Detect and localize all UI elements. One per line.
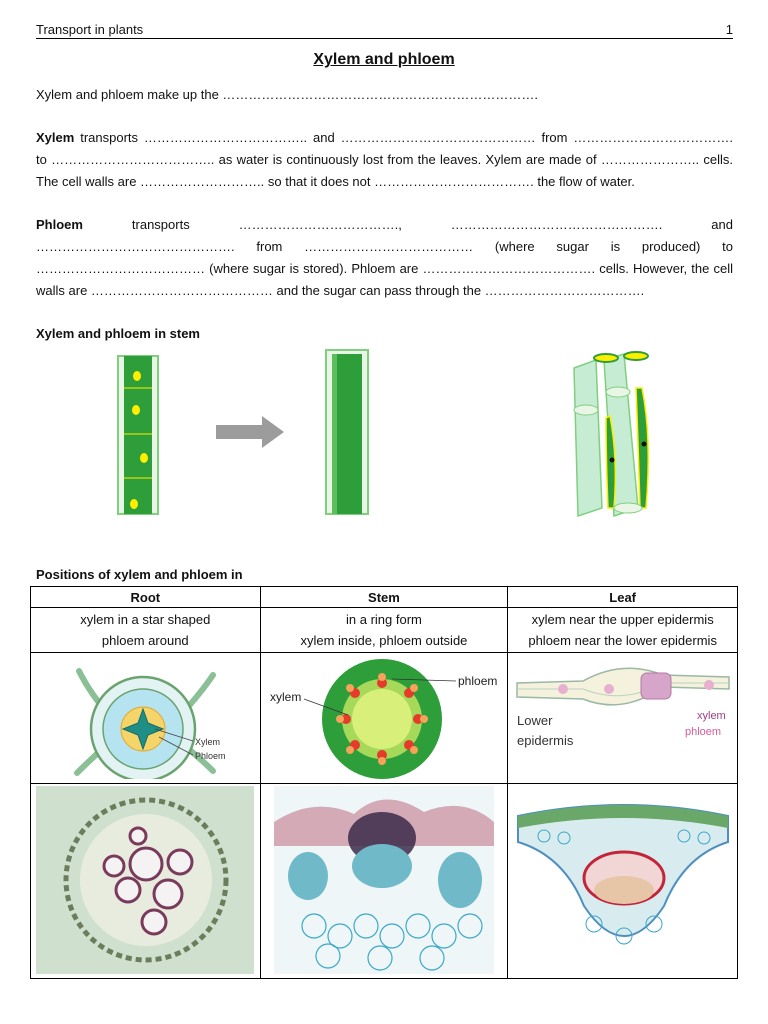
leaf-mesophyll (537, 829, 711, 944)
phloem-sieve-tube-diagram (573, 351, 649, 518)
leaf-micrograph-cell (507, 783, 738, 979)
companion-cell-2 (635, 387, 649, 509)
leaf-small-vein-1 (557, 683, 568, 694)
header-leaf: Leaf (507, 586, 738, 608)
xylem-text: transports ……………………………….. and …………………………… (36, 130, 733, 189)
header-topic: Transport in plants (36, 22, 144, 37)
mature-xylem-vessel-diagram (325, 349, 369, 515)
sieve-plate-1 (573, 404, 599, 416)
root-phloem-label: Phloem (195, 751, 226, 761)
xylem-term: Xylem (36, 130, 75, 145)
stem-diagram-cell: xylem phloem (259, 652, 509, 784)
stem-micrograph-cell (259, 783, 509, 979)
table-header-row: Root Stem Leaf (30, 586, 738, 608)
leaf-cross-section-diagram: Lower epidermis xylem phloem (515, 667, 730, 748)
xylem-pointer (155, 728, 194, 741)
root-description: xylem in a star shaped phloem around (30, 607, 261, 653)
stem-bundle (351, 843, 412, 888)
intro-text: Xylem and phloem make up the ……………………………… (36, 87, 539, 102)
page-number: 1 (725, 22, 733, 37)
page-title: Xylem and phloem (313, 51, 455, 68)
root-hairs (74, 667, 217, 776)
leaf-blade (515, 667, 730, 706)
nucleus-4 (130, 499, 138, 509)
sieve-plate-top-2 (623, 351, 649, 361)
table-diagram-row: Xylem Phloem (30, 652, 738, 784)
leaf-diagram-cell: Lower epidermis xylem phloem (507, 652, 738, 784)
vascular-bundles (335, 672, 428, 765)
stem-phloem-label: phloem (458, 674, 497, 688)
stem-xylem-pointer (303, 698, 349, 715)
phloem-pointer (159, 736, 194, 755)
leaf-epidermis-label: epidermis (517, 733, 574, 748)
root-endodermis-ring (63, 797, 229, 962)
positions-table: Root Stem Leaf xylem in a star shaped ph… (30, 586, 738, 979)
stem-section-heading: Xylem and phloem in stem (36, 326, 200, 341)
cell-nucleus-2 (641, 441, 647, 447)
header-root: Root (30, 586, 261, 608)
stem-bundle-2 (437, 851, 482, 908)
root-xylem-star (121, 707, 165, 750)
stem-xylem-label: xylem (270, 690, 301, 704)
leaf-small-vein-2 (603, 683, 614, 694)
phloem-term: Phloem (36, 217, 83, 232)
leaf-phloem-region (593, 875, 654, 904)
root-diagram-cell: Xylem Phloem (30, 652, 261, 784)
tube-left (573, 358, 603, 518)
sieve-plate-2 (605, 386, 631, 398)
root-cross-section-diagram: Xylem Phloem (74, 667, 226, 782)
leaf-lower-label: Lower (517, 713, 553, 728)
table-micrograph-row (30, 783, 738, 979)
leaf-xylem-label: xylem (697, 710, 726, 722)
nucleus-1 (133, 371, 141, 381)
cell-nucleus-1 (609, 457, 615, 463)
stem-description: in a ring form xylem inside, phloem outs… (259, 607, 509, 653)
root-micrograph-cell (30, 783, 261, 979)
root-xylem-label: Xylem (195, 737, 220, 747)
sieve-plate-top-1 (593, 353, 619, 363)
stem-pith-center (351, 688, 412, 749)
root-xylem-vessels (102, 826, 194, 935)
cytoplasm-column (124, 356, 152, 514)
stem-cross-section-diagram: xylem phloem (270, 658, 497, 779)
nucleus-2 (132, 405, 140, 415)
nucleus-3 (140, 453, 148, 463)
xylem-development-cells-diagram (117, 355, 159, 515)
phloem-text: transports ………………………………., ……………………………………… (36, 217, 733, 298)
sieve-plate-3 (613, 502, 643, 514)
stem-parenchyma (301, 912, 483, 971)
page-header: Transport in plants 1 (36, 20, 733, 39)
intro-paragraph: Xylem and phloem make up the ……………………………… (36, 84, 733, 106)
stem-phloem-pointer (391, 678, 456, 681)
vessel-highlight (332, 354, 337, 514)
phloem-paragraph: Phloem transports ………………………………., …………………… (36, 214, 733, 302)
leaf-small-vein-3 (703, 679, 714, 690)
xylem-paragraph: Xylem transports ……………………………….. and …………… (36, 127, 733, 193)
leaf-palisade (517, 804, 728, 828)
stem-micrograph (273, 785, 494, 974)
table-description-row: xylem in a star shaped phloem around in … (30, 607, 738, 653)
leaf-micrograph (513, 785, 732, 974)
header-stem: Stem (259, 586, 509, 608)
positions-heading: Positions of xylem and phloem in (36, 567, 243, 582)
leaf-phloem-label: phloem (685, 726, 721, 738)
leaf-description: xylem near the upper epidermis phloem ne… (507, 607, 738, 653)
development-arrow-icon (216, 416, 284, 448)
stem-bundle-3 (287, 851, 328, 900)
root-micrograph (36, 785, 255, 974)
leaf-vein-bundle (640, 672, 672, 699)
